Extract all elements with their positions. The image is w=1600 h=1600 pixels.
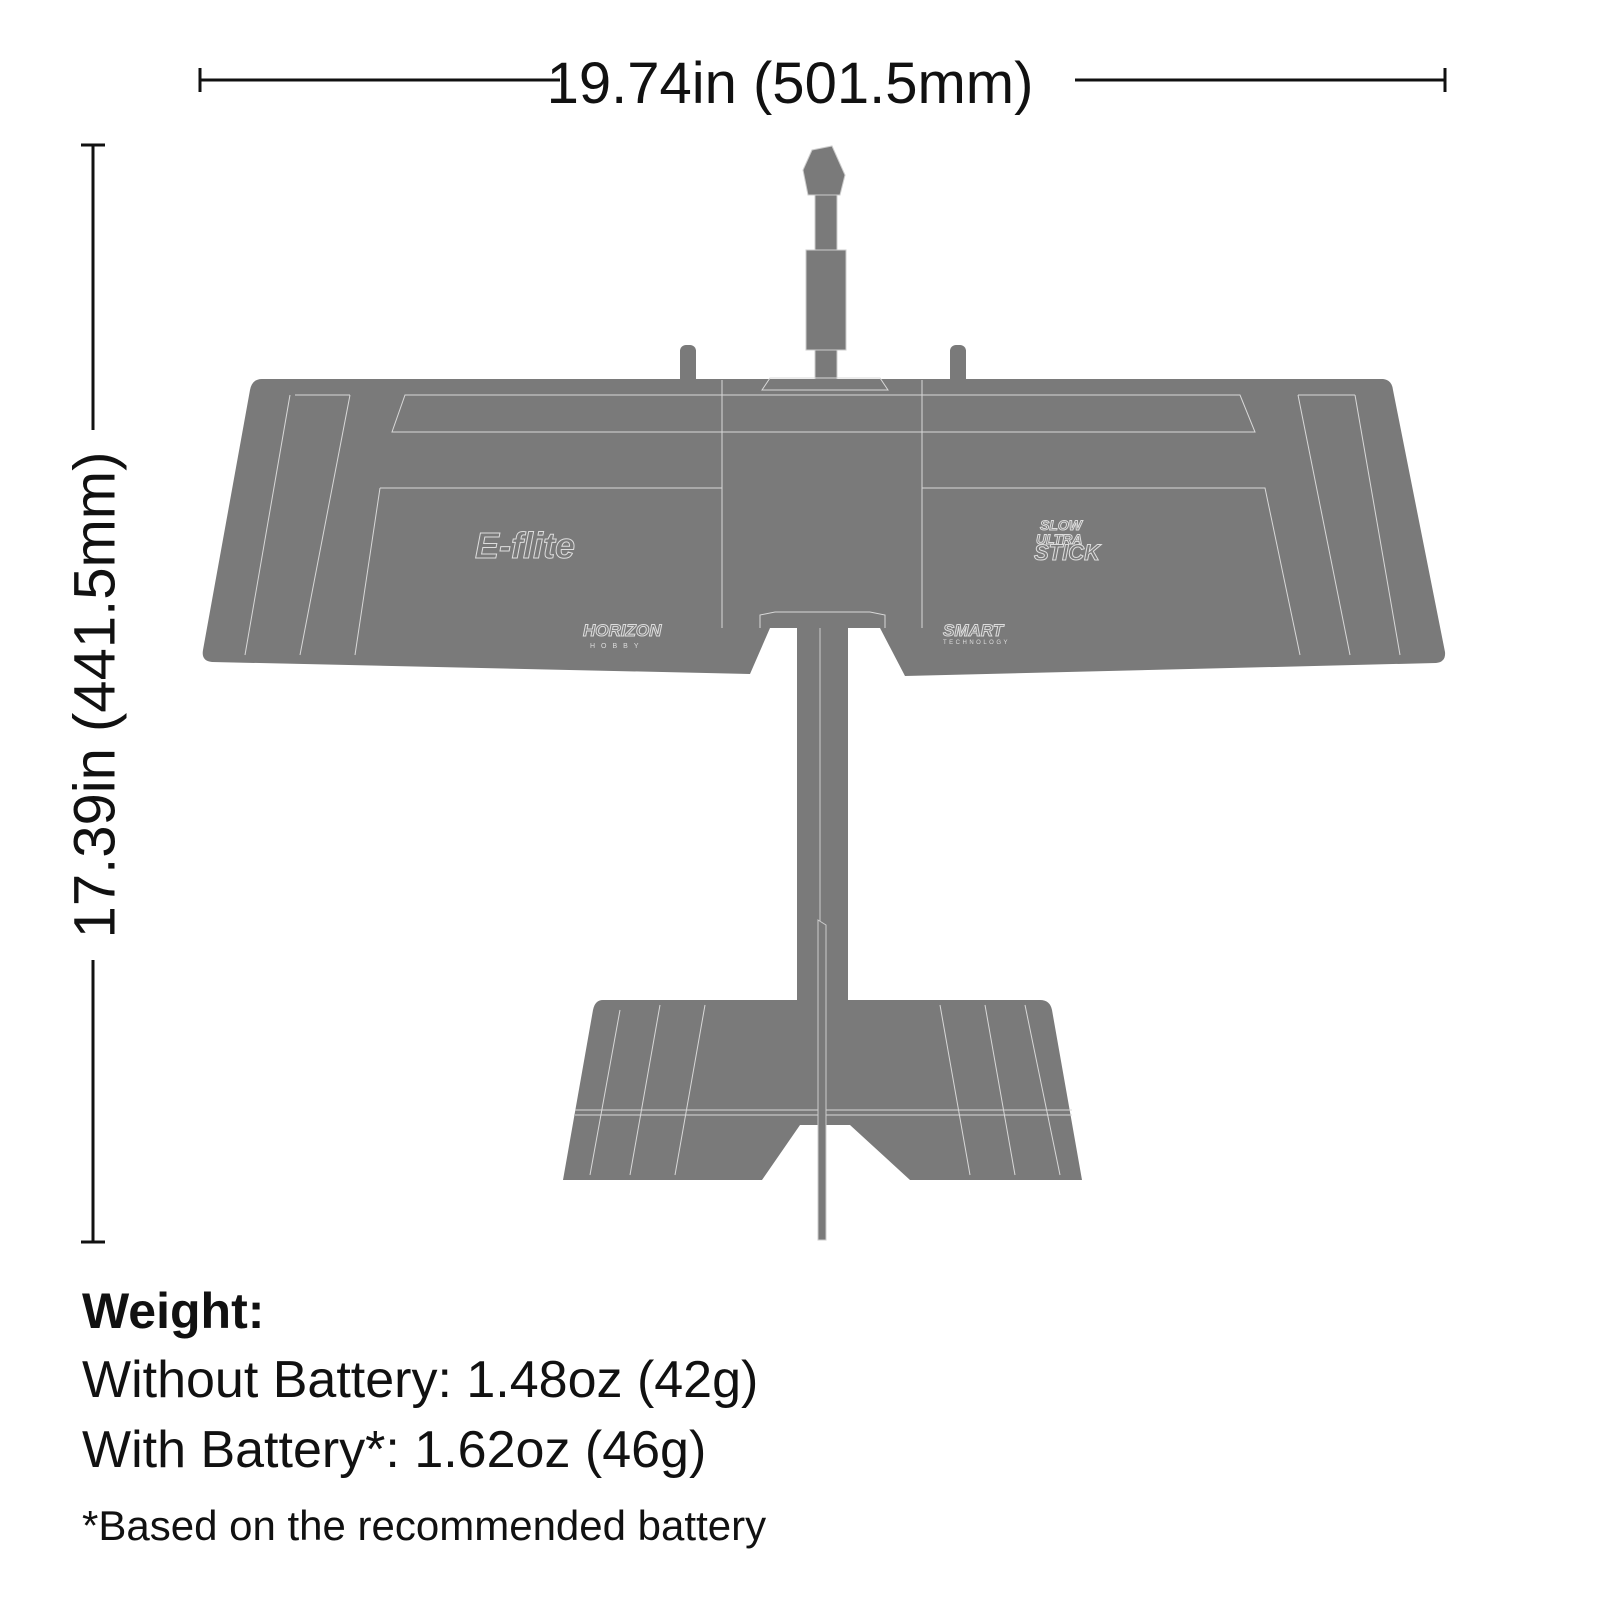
- vertical-fin: [817, 919, 827, 1241]
- eflite-logo: E-flite: [475, 525, 575, 566]
- smart-logo: SMART: [943, 621, 1005, 640]
- wingspan-dimension-line: [198, 68, 1447, 92]
- hobby-logo-text: HOBBY: [590, 643, 645, 650]
- length-dimension-line: [81, 143, 105, 1244]
- wing-peg-right: [950, 345, 966, 385]
- main-wing: [202, 379, 1446, 676]
- ultra-logo: ULTRA: [1036, 531, 1082, 547]
- weight-without-battery: Without Battery: 1.48oz (42g): [82, 1351, 759, 1409]
- weight-title: Weight:: [82, 1283, 265, 1339]
- wing-panel-lines: [244, 377, 1401, 656]
- technology-logo-text: TECHNOLOGY: [943, 640, 1010, 646]
- wing-peg-left: [680, 345, 696, 385]
- stick-logo: STICK: [1034, 540, 1102, 565]
- battery-footnote: *Based on the recommended battery: [82, 1502, 767, 1549]
- horizon-logo: HORIZON: [583, 621, 662, 640]
- weight-with-battery: With Battery*: 1.62oz (46g): [82, 1421, 707, 1479]
- wing-logos: E-flite SLOW ULTRA STICK HORIZON HOBBY S…: [475, 517, 1103, 651]
- length-label: 17.39in (441.5mm): [62, 451, 128, 939]
- slow-logo: SLOW: [1040, 517, 1084, 533]
- wingspan-label: 19.74in (501.5mm): [546, 51, 1034, 116]
- nose-motor: [802, 145, 847, 381]
